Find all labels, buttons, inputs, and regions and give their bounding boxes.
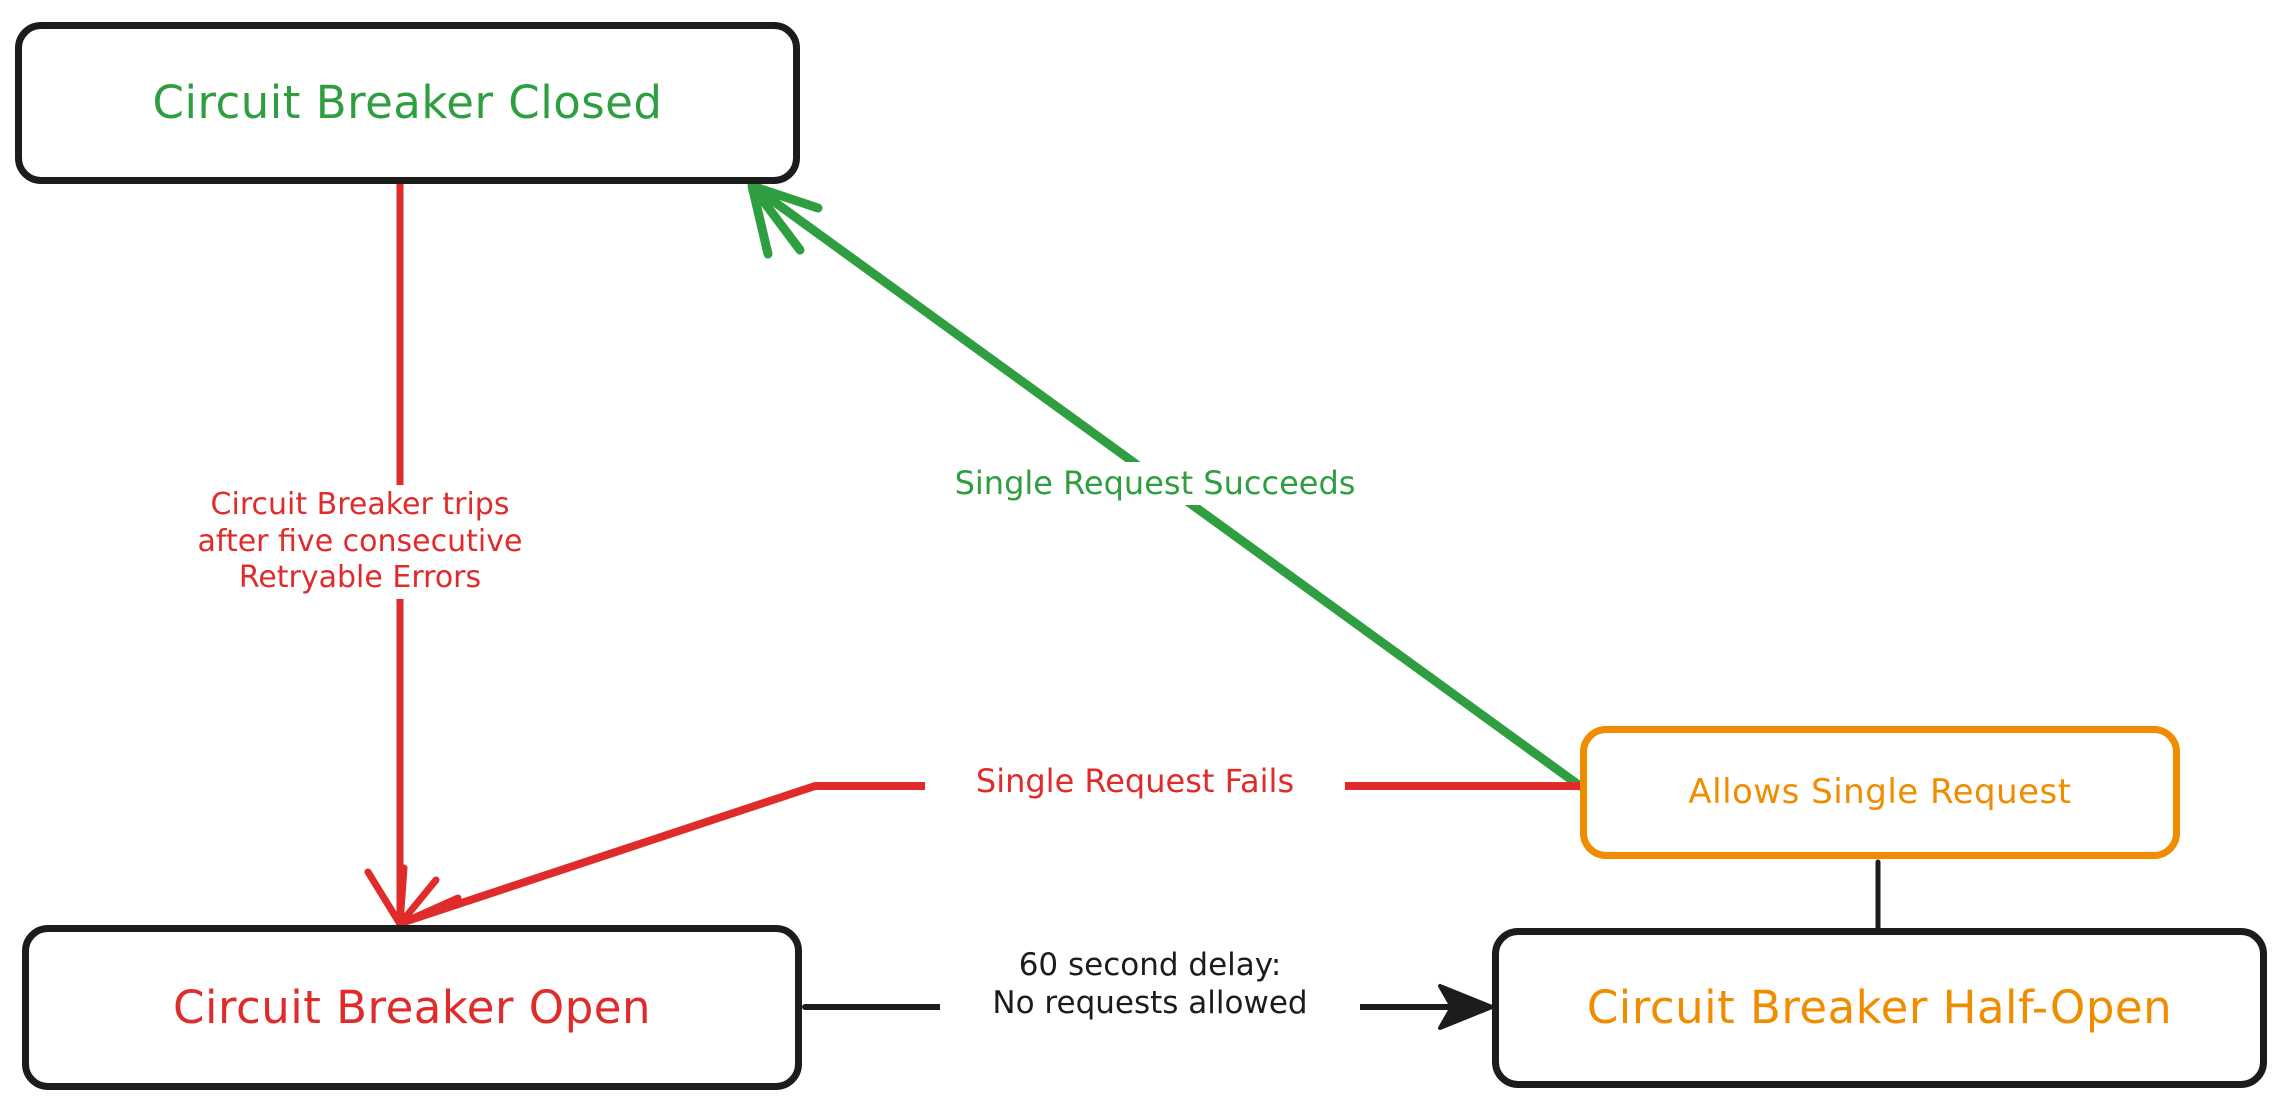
node-label-open: Circuit Breaker Open bbox=[173, 980, 651, 1034]
edge-label-single-request-fails: Single Request Fails bbox=[925, 760, 1345, 804]
node-circuit-breaker-open[interactable]: Circuit Breaker Open bbox=[22, 925, 802, 1090]
node-allows-single-request[interactable]: Allows Single Request bbox=[1580, 726, 2180, 859]
edge-label-single-request-succeeds: Single Request Succeeds bbox=[905, 462, 1405, 506]
node-label-closed: Circuit Breaker Closed bbox=[152, 76, 663, 130]
edge-label-trips: Circuit Breaker trips after five consecu… bbox=[160, 485, 560, 599]
edge-fails bbox=[400, 782, 1584, 926]
node-label-halfopen: Circuit Breaker Half-Open bbox=[1586, 981, 2173, 1035]
edge-label-60-second-delay: 60 second delay: No requests allowed bbox=[940, 945, 1360, 1025]
node-circuit-breaker-half-open[interactable]: Circuit Breaker Half-Open bbox=[1492, 928, 2267, 1088]
node-circuit-breaker-closed[interactable]: Circuit Breaker Closed bbox=[15, 22, 800, 184]
node-label-allows: Allows Single Request bbox=[1688, 771, 2072, 812]
